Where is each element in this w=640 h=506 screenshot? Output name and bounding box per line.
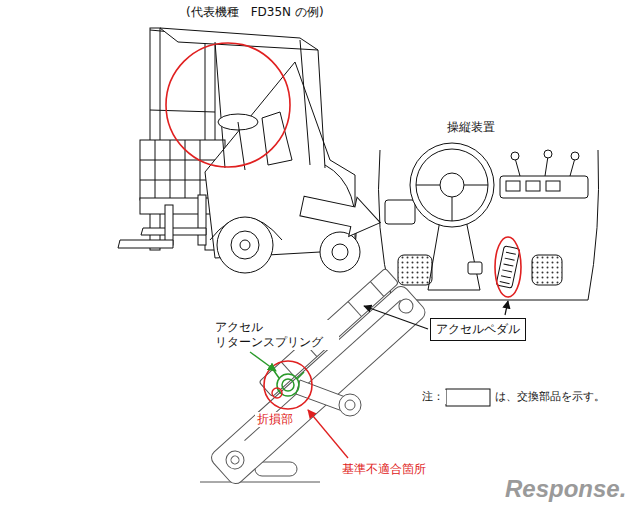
forklift-drawing (240, 240, 250, 250)
controls-drawing (468, 262, 482, 274)
title: (代表機種 FD35N の例) (186, 5, 324, 20)
forklift-drawing (140, 160, 225, 161)
controls-drawing (501, 276, 511, 278)
return-spring (272, 368, 304, 379)
controls-drawing (385, 200, 415, 224)
pedal-mechanism (194, 267, 429, 487)
forklift-drawing (198, 195, 206, 245)
forklift-drawing (318, 50, 325, 168)
forklift-drawing (217, 217, 273, 273)
forklift-drawing (215, 42, 225, 168)
pedal-mechanism (208, 283, 428, 487)
forklift-drawing (238, 122, 245, 170)
controls-drawing (505, 258, 515, 260)
pedal-mechanism (345, 400, 355, 410)
part-name: アクセルペダル (436, 322, 520, 337)
view-arrow (298, 186, 385, 242)
controls-drawing (515, 158, 520, 176)
pedal-mechanism (229, 454, 240, 465)
leader-line (250, 352, 276, 371)
watermark: Response. (503, 474, 628, 504)
forklift-drawing (155, 140, 156, 200)
controls-drawing (500, 282, 510, 284)
forklift-drawing (165, 205, 173, 245)
note-text: 注： (420, 390, 446, 404)
controls-drawing (428, 220, 480, 290)
controls-drawing (464, 185, 488, 186)
forklift-drawing (160, 28, 318, 50)
nonconformity-label: 基準不適合箇所 (340, 462, 428, 477)
controls-drawing (532, 255, 562, 285)
leader-line (505, 301, 508, 315)
controls-drawing (545, 156, 548, 176)
pedal-mechanism (200, 482, 320, 483)
controls-drawing (544, 150, 552, 158)
highlight-ellipse (495, 237, 521, 297)
pedal-mechanism (348, 302, 361, 317)
controls-drawing (379, 143, 599, 300)
forklift-drawing (231, 231, 259, 259)
leader-line (364, 306, 428, 329)
forklift-drawing (118, 28, 360, 273)
forklift-drawing (332, 244, 348, 260)
highlight-circle (166, 43, 290, 167)
note-text: は、交換部品を示す。 (493, 390, 607, 404)
controls-drawing (392, 300, 588, 301)
pedal-mechanism (222, 447, 247, 472)
controls-drawing (504, 264, 514, 266)
pedal-mechanism (194, 267, 429, 487)
part-name: アクセル リターンスプリング (213, 320, 339, 350)
view-title: 操縦装置 (445, 120, 497, 135)
controls-drawing (496, 246, 520, 288)
controls-drawing (570, 158, 575, 176)
controls-drawing (416, 185, 440, 186)
forklift-drawing (200, 140, 201, 200)
controls-drawing (511, 152, 519, 160)
controls-drawing (440, 173, 464, 197)
forklift-drawing (118, 240, 173, 248)
leader-line (308, 410, 348, 458)
forklift-drawing (150, 28, 160, 250)
forklift-drawing (320, 232, 360, 272)
part-box: アクセルペダル (430, 318, 526, 341)
pedal-mechanism (339, 394, 361, 416)
controls-drawing (588, 150, 599, 300)
pedal-mechanism (370, 282, 383, 297)
controls-drawing (410, 143, 494, 227)
controls-drawing (452, 197, 453, 221)
controls-drawing (506, 181, 520, 191)
controls-drawing (398, 255, 432, 285)
note-box (446, 389, 490, 406)
controls-drawing (502, 270, 512, 272)
forklift-drawing (150, 110, 215, 112)
controls-drawing (416, 149, 488, 221)
fracture-label: 折損部 (255, 412, 295, 427)
controls-drawing (546, 181, 560, 191)
controls-drawing (500, 176, 588, 198)
forklift-drawing (170, 140, 171, 200)
pedal-mechanism (396, 296, 416, 316)
return-spring (277, 374, 299, 396)
fracture-mark (272, 388, 282, 398)
controls-drawing (526, 181, 540, 191)
view-arrow (298, 186, 385, 242)
pedal-mechanism (255, 462, 297, 476)
return-spring (282, 379, 294, 391)
controls-drawing (496, 246, 520, 288)
controls-drawing (571, 152, 579, 160)
return-spring (272, 368, 304, 396)
controls-drawing (506, 252, 516, 254)
forklift-drawing (300, 40, 310, 165)
